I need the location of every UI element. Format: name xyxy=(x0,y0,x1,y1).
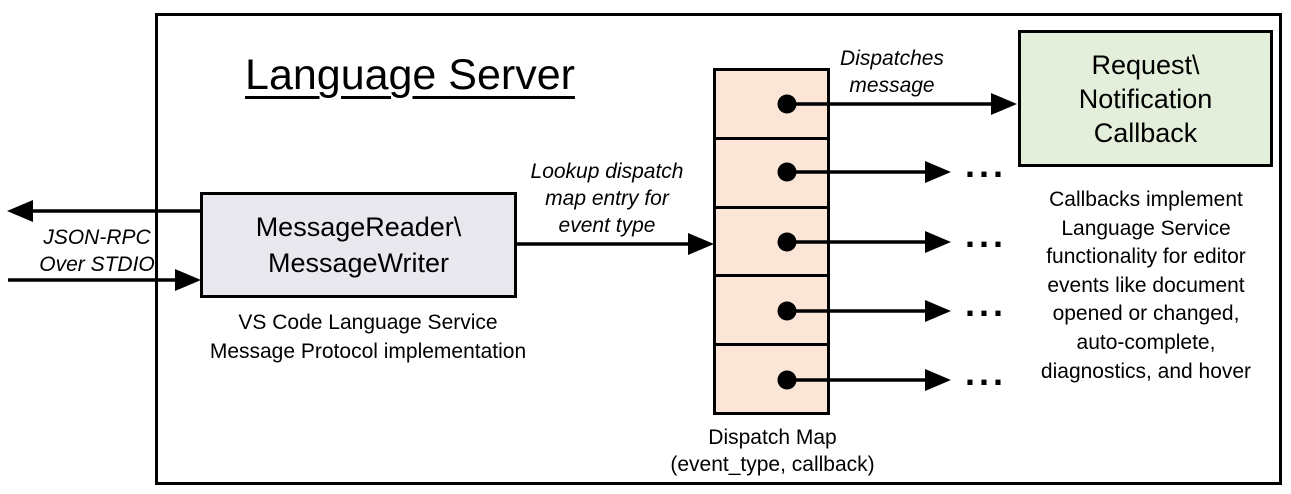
dispatch-map-table xyxy=(713,68,830,415)
dispatch-cell xyxy=(716,136,827,206)
callbacks-description: Callbacks implement Language Service fun… xyxy=(1040,188,1252,383)
json-rpc-stdio-label: JSON-RPC Over STDIO xyxy=(39,226,155,276)
dispatch-cell xyxy=(716,274,827,344)
message-reader-writer-label: MessageReader\ MessageWriter xyxy=(255,212,462,278)
dispatches-message-label: Dispatches message xyxy=(840,47,944,97)
page-title-text: Language Server xyxy=(245,51,575,99)
ellipsis-row-5: ... xyxy=(964,352,1007,393)
dispatch-cell xyxy=(716,343,827,412)
page-title: Language Server xyxy=(230,50,590,100)
request-notification-callback-box: Request\ Notification Callback xyxy=(1018,30,1273,167)
message-reader-writer-box: MessageReader\ MessageWriter xyxy=(200,192,517,298)
language-server-boundary xyxy=(155,13,1282,485)
message-reader-caption: VS Code Language Service Message Protoco… xyxy=(209,311,527,363)
dispatch-map-caption: Dispatch Map (event_type, callback) xyxy=(670,426,875,476)
ellipsis-row-2: ... xyxy=(964,144,1007,185)
dispatch-cell xyxy=(716,71,827,137)
lookup-dispatch-label: Lookup dispatch map entry for event type xyxy=(530,160,684,237)
ellipsis-row-3: ... xyxy=(964,214,1007,255)
request-notification-callback-label: Request\ Notification Callback xyxy=(1078,49,1213,148)
ellipsis-row-4: ... xyxy=(964,283,1007,324)
dispatch-cell xyxy=(716,205,827,275)
